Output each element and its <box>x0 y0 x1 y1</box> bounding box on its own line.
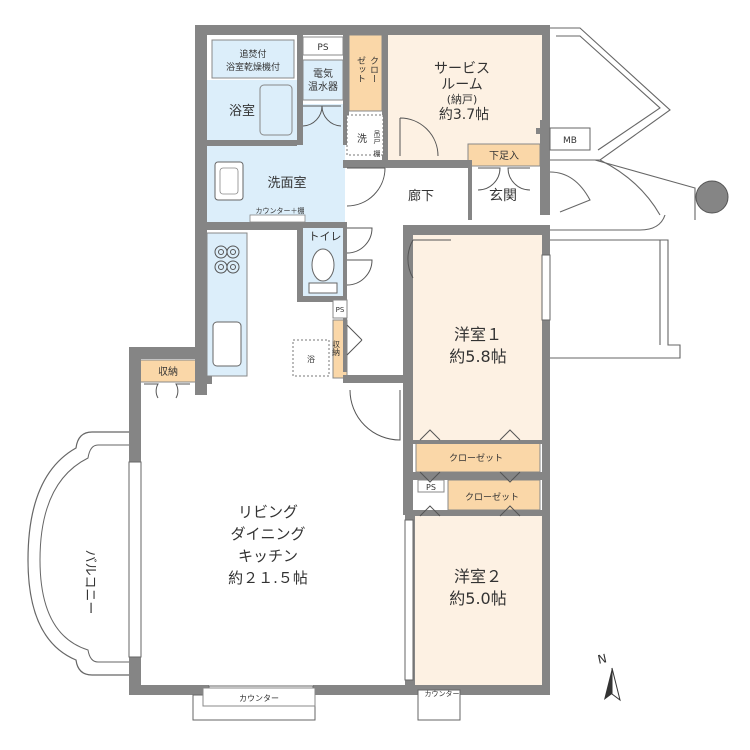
closet-small-label-2: ゼット <box>355 56 366 83</box>
service-room-label-3: (納戸) <box>447 93 478 106</box>
reheat-label-1: 追焚付 <box>239 48 266 60</box>
kitchen-sink <box>212 321 242 367</box>
reheat-label-2: 浴室乾燥機付 <box>226 61 280 73</box>
exterior-porch <box>549 27 696 359</box>
shoe-storage-label: 下足入 <box>489 150 519 162</box>
toilet-bowl <box>311 248 335 282</box>
balcony-label: バルコニー <box>82 550 97 615</box>
service-room-label-2: ルーム <box>441 77 483 93</box>
washer-label: 洗 <box>357 133 367 145</box>
bath-label: 浴室 <box>229 103 255 119</box>
western1-area: 約5.8帖 <box>449 347 506 366</box>
counter-shelf-bar <box>249 214 306 223</box>
ps-label-top: PS <box>317 43 328 53</box>
exterior-column <box>695 180 729 214</box>
mb-label: MB <box>563 136 577 146</box>
service-room-fill <box>388 35 545 160</box>
service-room-area: 約3.7帖 <box>439 107 489 123</box>
counter-shelf-label: カウンター＋棚 <box>256 206 305 215</box>
stove-icon <box>214 245 240 274</box>
service-room-label-1: サービス <box>434 61 490 77</box>
ldk-label-2: ダイニング <box>230 525 305 543</box>
ps-box-top <box>302 36 344 56</box>
shelf-label-2: 棚 <box>373 149 381 158</box>
closet2-label: クローゼット <box>465 491 519 503</box>
ps-box-closet <box>417 479 445 493</box>
ps-label-hall: PS <box>336 306 345 314</box>
closet2-fill <box>447 479 541 511</box>
reheat-box <box>211 39 295 79</box>
ldk-label-3: キッチン <box>238 547 298 565</box>
floor-drain <box>292 339 330 377</box>
toilet-tank <box>308 282 338 294</box>
western2-fill <box>413 515 545 685</box>
mb-box <box>549 127 591 151</box>
ps-box-hall <box>332 299 348 319</box>
water-heater-label-1: 電気 <box>313 67 333 80</box>
doors <box>144 105 531 517</box>
counter-label-right: カウンター <box>425 689 460 698</box>
washer-area <box>346 114 384 156</box>
closet1-fill <box>415 441 541 473</box>
hallway-label: 廊下 <box>408 188 434 204</box>
ldk-area: 約２１.５帖 <box>228 569 308 587</box>
floor-drain-label: 浴 <box>307 354 315 364</box>
compass-icon: N <box>596 651 621 702</box>
storage-ldk-label: 収納 <box>158 365 178 378</box>
ps-label-closet: PS <box>426 483 436 492</box>
counter-bottom-bar <box>202 687 316 707</box>
western1-fill <box>413 235 545 440</box>
wash-sink <box>214 161 244 201</box>
washroom-label: 洗面室 <box>267 175 306 191</box>
closet-small-label-1: クロー <box>368 56 378 83</box>
bathtub <box>259 84 293 136</box>
shelf-label-1: 吊戸 <box>373 130 381 145</box>
counter-label-bottom: カウンター <box>239 694 279 703</box>
closet1-label: クローゼット <box>449 452 503 464</box>
bath-fill <box>207 80 297 142</box>
wash-sink-inner <box>219 167 239 195</box>
storage-hall-label: 収納 <box>332 339 341 357</box>
balcony-outline <box>27 431 129 676</box>
western2-area: 約5.0帖 <box>449 589 506 608</box>
western2-name: 洋室２ <box>454 567 502 586</box>
western1-name: 洋室１ <box>454 325 502 344</box>
water-heater-label-2: 温水器 <box>308 81 338 93</box>
water-heater-box <box>302 59 344 101</box>
balcony-inner-outline <box>39 444 129 663</box>
ldk-label-1: リビング <box>238 503 298 521</box>
entrance-label: 玄関 <box>489 187 517 204</box>
compass-n-label: N <box>596 651 608 667</box>
washroom-upper-fill <box>297 104 345 144</box>
toilet-label: トイレ <box>309 230 342 243</box>
